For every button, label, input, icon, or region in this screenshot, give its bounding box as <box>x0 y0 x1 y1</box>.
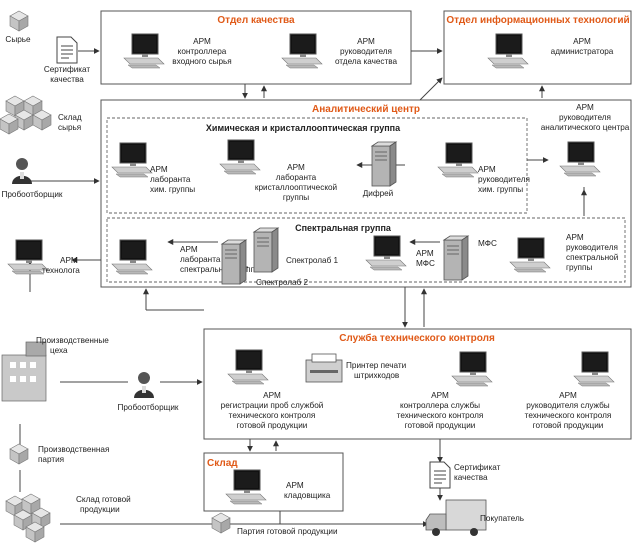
apm-raw-controller-label-b: контроллера <box>178 47 227 56</box>
spectrolab-1-server-icon <box>253 227 279 273</box>
cert-quality-label-2b: качества <box>454 473 488 482</box>
tech-control-title: Служба технического контроля <box>339 332 495 344</box>
buyer-label: Покупатель <box>480 514 524 523</box>
production-shops-label-b: цеха <box>50 346 68 355</box>
apm-chem-head-label-b: руководителя <box>478 175 530 184</box>
apm-chem-lab-label-c: хим. группы <box>150 185 195 194</box>
warehouse-box <box>203 452 344 512</box>
apm-tc-head-label-c: технического контроля <box>525 411 612 420</box>
raw-label: Сырье <box>5 35 31 44</box>
apm-technologist-label-a: АРМ <box>60 256 78 265</box>
barcode-printer-icon <box>305 353 343 383</box>
apm-chem-head-label-c: хим. группы <box>478 185 523 194</box>
apm-spectral-lab-label-a: АРМ <box>180 245 198 254</box>
apm-center-head-label-c: аналитического центра <box>541 123 630 132</box>
production-shops-label-a: Производственные <box>36 336 109 345</box>
certificate-icon <box>56 36 78 64</box>
difrey-label: Дифрей <box>363 189 394 198</box>
spectrolab-1-label: Спектролаб 1 <box>286 256 339 265</box>
mfs-label: МФС <box>478 239 497 248</box>
difrey-server-icon <box>371 141 397 187</box>
barcode-printer-label-a: Принтер печати <box>346 361 406 370</box>
apm-quality-head-label-a: АРМ <box>357 37 375 46</box>
quality-dept-title: Отдел качества <box>217 15 295 26</box>
apm-tc-controller-label-c: технического контроля <box>397 411 484 420</box>
analytic-center-title: Аналитический центр <box>312 104 420 115</box>
production-batch-label-a: Производственная <box>38 445 109 454</box>
raw-warehouse-label-a: Склад <box>58 113 82 122</box>
apm-spectral-lab-label-b: лаборанта <box>180 255 221 264</box>
spectrolab-2-label: Спектролаб 2 <box>256 278 309 287</box>
apm-spectral-head-label-b: руководителя <box>566 243 618 252</box>
apm-center-head-label-a: АРМ <box>576 103 594 112</box>
apm-spectral-head-label-c: спектральной <box>566 253 618 262</box>
apm-raw-controller-label-a: АРМ <box>193 37 211 46</box>
apm-spectral-head-label-d: группы <box>566 263 592 272</box>
apm-tc-head-label-b: руководителя службы <box>526 401 610 410</box>
spectral-group-box <box>106 217 626 283</box>
apm-chem-lab-label-b: лаборанта <box>150 175 191 184</box>
cert-quality-label-2a: Сертификат <box>454 463 501 472</box>
apm-admin-label-a: АРМ <box>573 37 591 46</box>
chem-group-title: Химическая и кристаллооптическая группа <box>206 123 401 133</box>
apm-registration-label-b: регистрации проб службой <box>221 401 324 410</box>
certificate-icon-2 <box>429 461 451 489</box>
apm-cryst-lab-label-d: группы <box>283 193 309 202</box>
apm-chem-head-label-a: АРМ <box>478 165 496 174</box>
apm-cryst-lab-label-c: кристаллооптической <box>255 183 337 192</box>
tech-control-box <box>203 328 632 440</box>
apm-cryst-lab-label-a: АРМ <box>287 163 305 172</box>
apm-raw-controller-label-c: входного сырья <box>172 57 231 66</box>
barcode-printer-label-b: штрихкодов <box>354 371 399 380</box>
apm-center-head-label-b: руководителя <box>559 113 611 122</box>
apm-chem-lab-label-a: АРМ <box>150 165 168 174</box>
sampler-label-1: Пробоотборщик <box>1 190 62 199</box>
apm-mfs-label-b: МФС <box>416 259 435 268</box>
factory-icon <box>1 341 47 402</box>
apm-tc-controller-label-d: готовой продукции <box>405 421 476 430</box>
finished-batch-icon <box>211 512 231 534</box>
apm-registration-label-d: готовой продукции <box>237 421 308 430</box>
it-dept-title: Отдел информационных технологий <box>446 14 629 26</box>
mfs-server-icon <box>443 235 469 281</box>
spectral-group-title: Спектральная группа <box>295 223 392 233</box>
chem-group-box <box>106 117 528 214</box>
apm-registration-label-a: АРМ <box>263 391 281 400</box>
cert-quality-label-1a: Сертификат <box>44 65 91 74</box>
apm-quality-head-label-c: отдела качества <box>335 57 398 66</box>
apm-tc-head-label-a: АРМ <box>559 391 577 400</box>
apm-mfs-label-a: АРМ <box>416 249 434 258</box>
raw-warehouse-label-b: сырья <box>58 123 81 132</box>
apm-admin-label-b: администратора <box>551 47 614 56</box>
cert-quality-label-1b: качества <box>50 75 84 84</box>
raw-warehouse-icon <box>0 95 52 135</box>
raw-material-icon <box>9 10 29 32</box>
apm-spectral-head-label-a: АРМ <box>566 233 584 242</box>
finished-batch-label: Партия готовой продукции <box>237 527 338 536</box>
apm-storekeeper-label-a: АРМ <box>286 481 304 490</box>
warehouse-title: Склад <box>207 458 238 469</box>
apm-spectral-lab-label-c: спектральной группы <box>180 265 261 274</box>
production-batch-icon <box>9 443 29 465</box>
apm-tc-controller-label-b: контроллера службы <box>400 401 480 410</box>
production-batch-label-b: партия <box>38 455 64 464</box>
it-dept-box <box>443 10 632 85</box>
apm-tc-controller-label-a: АРМ <box>431 391 449 400</box>
apm-technologist-label-b: технолога <box>42 266 80 275</box>
apm-storekeeper-label-b: кладовщика <box>284 491 331 500</box>
apm-cryst-lab-label-b: лаборанта <box>276 173 317 182</box>
apm-registration-label-c: технического контроля <box>229 411 316 420</box>
sampler-icon-2 <box>134 372 154 398</box>
sampler-icon-1 <box>12 158 32 184</box>
truck-icon <box>425 499 487 536</box>
connectors <box>19 48 587 527</box>
finished-warehouse-label-b: продукции <box>80 505 120 514</box>
apm-quality-head-label-b: руководителя <box>340 47 392 56</box>
apm-tc-head-label-d: готовой продукции <box>533 421 604 430</box>
sampler-label-2: Пробоотборщик <box>117 403 178 412</box>
spectrolab-2-server-icon <box>221 239 247 285</box>
finished-warehouse-icon <box>5 493 51 543</box>
finished-warehouse-label-a: Склад готовой <box>76 495 131 504</box>
